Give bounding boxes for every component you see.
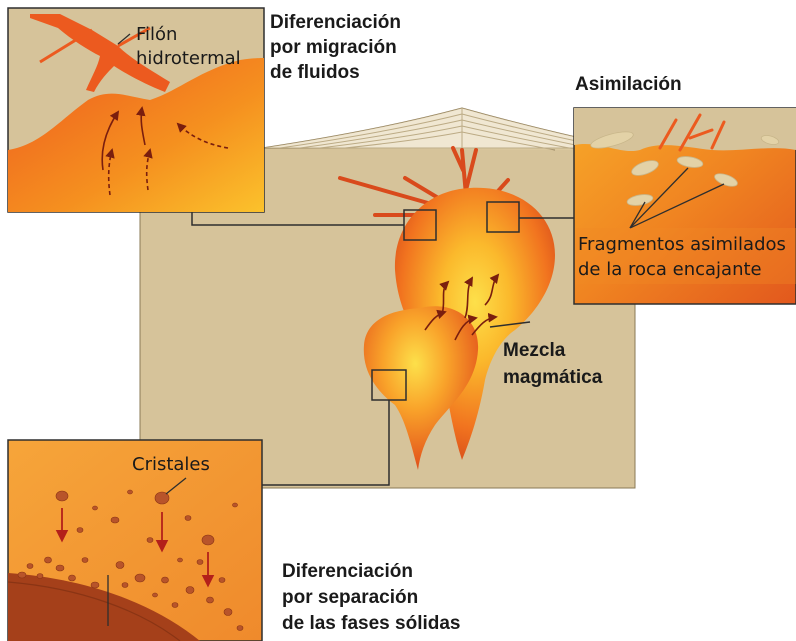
inset-fluid-migration: Filón hidrotermal — [8, 8, 264, 212]
magma-mixing-line-1: Mezcla — [503, 340, 566, 361]
fluid-migration-title-line-2: por migración — [270, 37, 397, 58]
fragments-label-line-2: de la roca encajante — [578, 259, 762, 280]
fluid-migration-title-line-3: de fluidos — [270, 62, 360, 83]
svg-text:Diferenciación por separac: Diferenciación por separación de las fas… — [282, 561, 461, 634]
vein-label-line-1: Filón — [136, 24, 177, 45]
fragments-label-line-1: Fragmentos asimilados — [578, 234, 786, 255]
solid-separation-title-line-1: Diferenciación — [282, 561, 413, 582]
crystals-label: Cristales — [132, 454, 210, 475]
solid-separation-title-line-3: de las fases sólidas — [282, 613, 461, 634]
inset-crystal-settling: Cristales — [8, 440, 262, 641]
vein-label-line-2: hidrotermal — [136, 48, 241, 69]
assimilation-title: Asimilación — [575, 74, 682, 95]
solid-separation-title-line-2: por separación — [282, 587, 418, 608]
magma-mixing-line-2: magmática — [503, 367, 603, 388]
fluid-migration-title-line-1: Diferenciación — [270, 12, 401, 33]
svg-text:Diferenciación por migraci: Diferenciación por migración de fluidos — [270, 12, 406, 83]
inset-assimilation: Fragmentos asimilados de la roca encajan… — [574, 108, 796, 304]
